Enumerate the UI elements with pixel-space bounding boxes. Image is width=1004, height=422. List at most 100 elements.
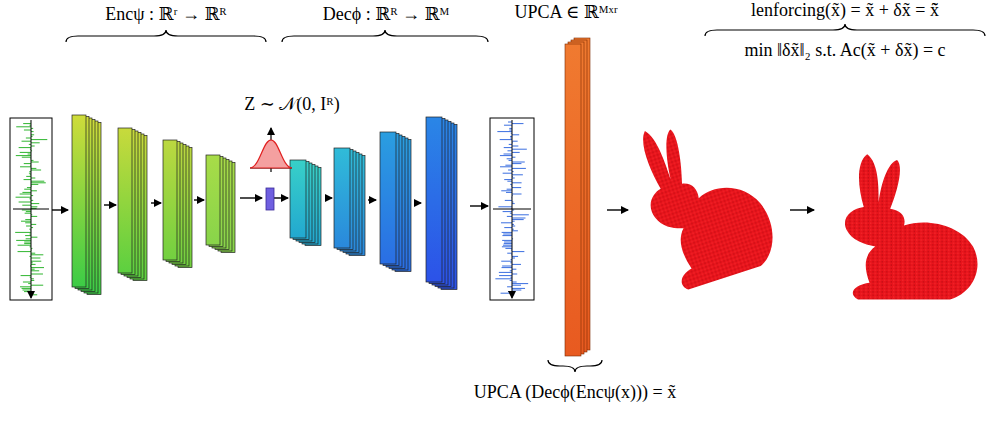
signal-spike	[512, 163, 521, 164]
signal-spike	[31, 254, 43, 255]
signal-spike	[512, 134, 519, 135]
signal-spike	[31, 162, 39, 163]
layer-sheet	[163, 140, 177, 260]
signal-spike	[31, 253, 35, 254]
signal-spike	[512, 162, 525, 163]
signal-spike	[512, 218, 525, 219]
signal-spike	[507, 253, 512, 254]
signal-spike	[512, 187, 521, 188]
signal-spike	[31, 224, 36, 225]
point-cloud-before	[627, 103, 782, 293]
signal-spike	[31, 269, 35, 270]
signal-spike	[31, 146, 35, 147]
brace	[282, 30, 488, 42]
signal-spike	[31, 181, 44, 182]
signal-spike	[512, 168, 526, 169]
signal-spike	[512, 283, 528, 284]
signal-spike	[503, 234, 512, 235]
latent-label: Z ∼ 𝒩(0, Iᴿ)	[244, 94, 339, 116]
layer-sheet	[290, 160, 306, 238]
signal-spike	[503, 211, 512, 212]
signal-spike	[31, 216, 37, 217]
math-label: lenforcing(x̃) = x̃ + δx̃ = x̃̃	[751, 0, 939, 22]
signal-spike	[505, 165, 512, 166]
signal-spike	[507, 181, 512, 182]
signal-spike	[24, 130, 31, 131]
signal-spike	[31, 184, 38, 185]
signal-spike	[26, 238, 31, 239]
brace	[548, 360, 602, 372]
signal-spike	[31, 178, 35, 179]
signal-spike	[499, 275, 512, 276]
signal-spike	[504, 242, 512, 243]
signal-spike	[512, 152, 520, 153]
signal-spike	[24, 163, 31, 164]
signal-spike	[18, 245, 31, 246]
signal-spike	[512, 269, 516, 270]
signal-spike	[19, 202, 31, 203]
signal-spike	[22, 210, 31, 211]
brace	[66, 30, 266, 42]
signal-spike	[22, 288, 31, 289]
signal-spike	[505, 200, 512, 201]
signal-spike	[20, 286, 31, 287]
signal-spike	[24, 243, 31, 244]
signal-spike	[500, 139, 512, 140]
signal-spike	[31, 237, 37, 238]
signal-plots	[10, 118, 534, 300]
signal-spike	[502, 267, 512, 268]
plot-frame	[490, 118, 534, 300]
math-label: Encψ : ℝʳ → ℝᴿ	[105, 4, 226, 26]
signal-spike	[31, 206, 37, 207]
signal-spike	[512, 219, 524, 220]
signal-spike	[512, 230, 518, 231]
layer-sheet	[334, 148, 350, 248]
latent-code	[250, 128, 292, 210]
signal-spike	[24, 242, 31, 243]
signal-spike	[26, 176, 31, 177]
signal-spike	[31, 258, 40, 259]
signal-spike	[502, 232, 512, 233]
signal-spike	[508, 291, 512, 292]
signal-spike	[500, 155, 512, 156]
signal-spike	[20, 152, 31, 153]
layer-sheet	[118, 128, 132, 273]
signal-spike	[16, 240, 31, 241]
signal-spike	[21, 275, 31, 276]
signal-spike	[22, 141, 31, 142]
signal-spike	[509, 160, 512, 161]
signal-spike	[31, 190, 37, 191]
signal-spike	[507, 150, 512, 151]
signal-spike	[512, 288, 525, 289]
plot-frame	[10, 118, 52, 300]
signal-spike	[16, 197, 31, 198]
signal-spike	[22, 205, 31, 206]
signal-spike	[512, 141, 518, 142]
signal-spike	[25, 222, 31, 223]
signal-spike	[19, 147, 31, 148]
signal-spike	[507, 189, 512, 190]
signal-spike	[497, 131, 512, 132]
signal-spike	[27, 187, 31, 188]
signal-spike	[501, 261, 512, 262]
signal-spike	[512, 146, 518, 147]
signal-spike	[503, 245, 512, 246]
signal-spike	[25, 235, 31, 236]
signal-spike	[501, 222, 512, 223]
signal-spike	[24, 291, 31, 292]
signal-spike	[31, 274, 43, 275]
layer-sheet	[206, 155, 220, 245]
signal-spike	[503, 173, 512, 174]
signal-spike	[31, 270, 39, 271]
signal-spike	[507, 158, 512, 159]
signal-spike	[504, 227, 512, 228]
signal-spike	[16, 126, 31, 127]
signal-spike	[15, 232, 31, 233]
layer-sheet	[72, 115, 86, 287]
signal-spike	[512, 285, 521, 286]
axis	[512, 120, 513, 298]
signal-spike	[26, 211, 31, 212]
math-label: Decϕ : ℝᴿ → ℝᴹ	[323, 4, 449, 26]
signal-spike	[512, 174, 523, 175]
